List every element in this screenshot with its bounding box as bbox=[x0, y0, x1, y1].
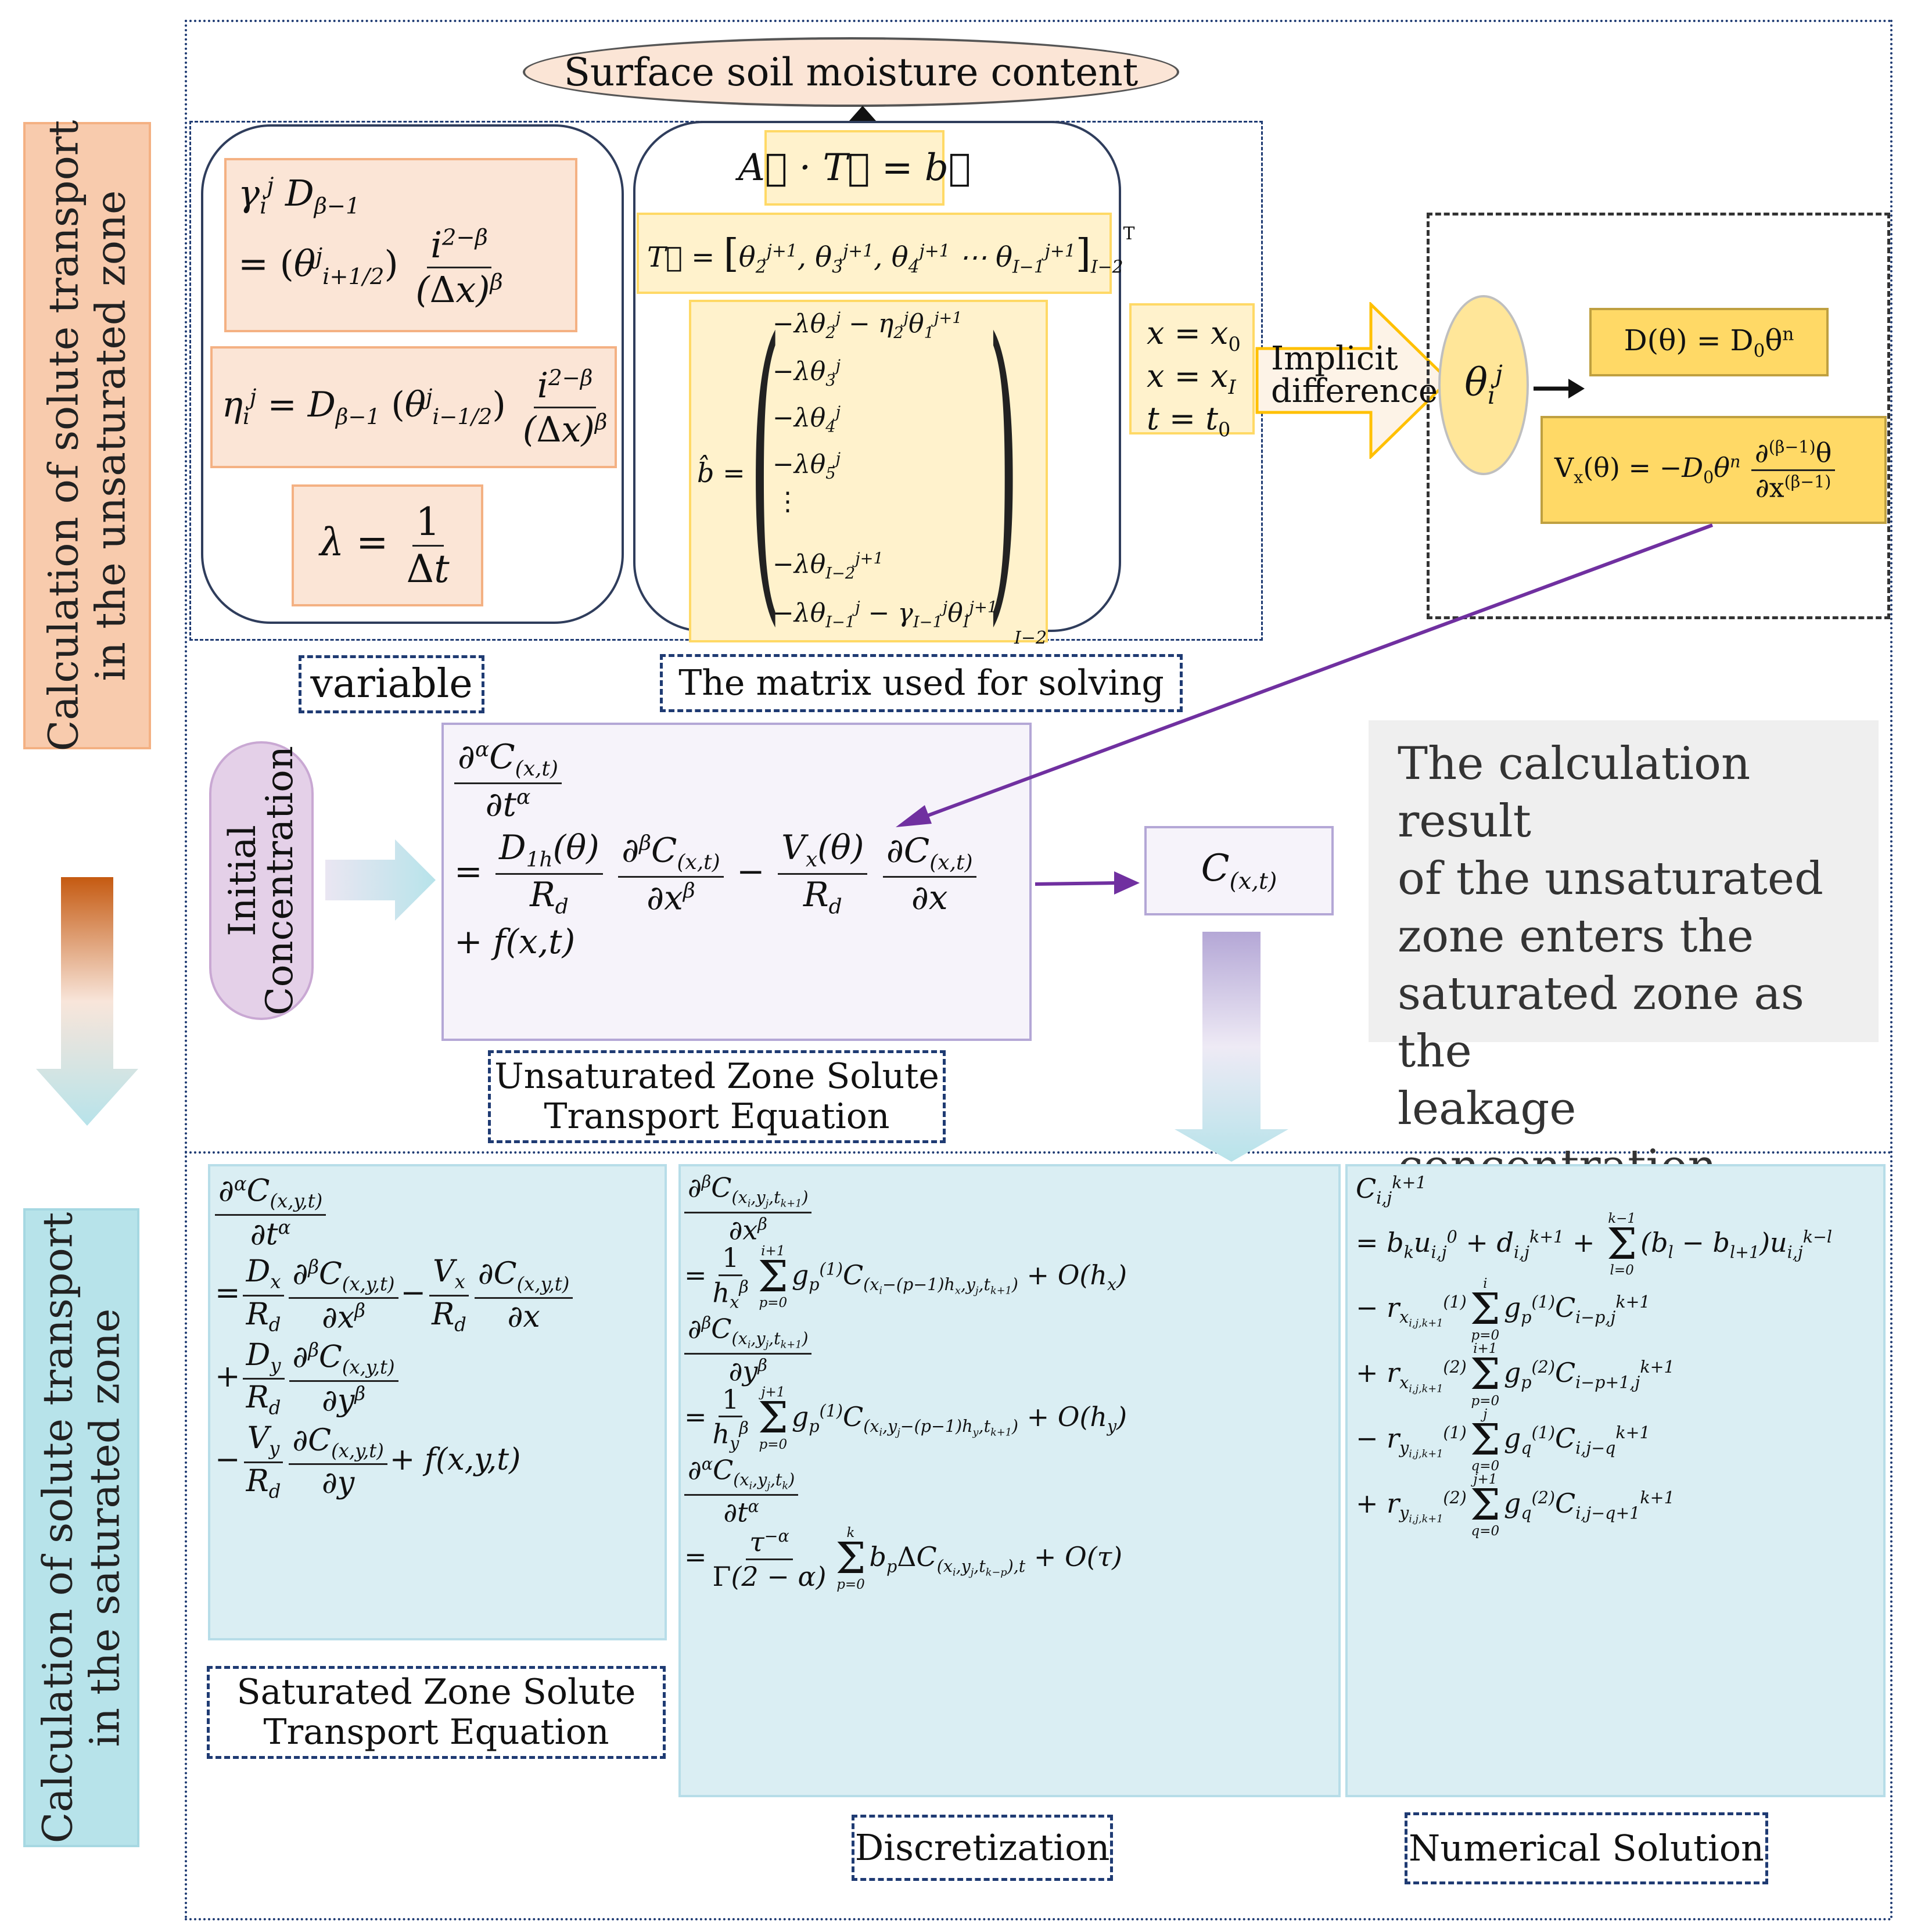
result-line-1: The calculation result bbox=[1398, 738, 1751, 848]
down-purple-arrow bbox=[1175, 932, 1288, 1162]
ellipse-arrow bbox=[849, 106, 876, 121]
unsaturated-side-label: Calculation of solute transport in the u… bbox=[23, 120, 151, 751]
numerical-label-text: Numerical Solution bbox=[1409, 1827, 1764, 1870]
matrix-label: The matrix used for solving bbox=[660, 654, 1183, 712]
numerical-solution-label: Numerical Solution bbox=[1405, 1812, 1768, 1884]
implicit-difference-arrow bbox=[1255, 302, 1451, 459]
unsat-label-line-2: Transport Equation bbox=[544, 1096, 890, 1137]
unsaturated-equation-box: ∂αC(x,t)∂tα = D1h(θ)Rd ∂βC(x,t)∂xβ − Vx(… bbox=[441, 723, 1032, 1041]
surface-moisture-ellipse: Surface soil moisture content bbox=[523, 37, 1179, 107]
result-line-4: saturated zone as the bbox=[1398, 968, 1804, 1078]
boundary-line-3: t = t bbox=[1147, 400, 1218, 437]
initial-concentration-pill: Initial Concentration bbox=[209, 741, 314, 1020]
system-equation-box: A⃗ · T⃗ = b⃗ bbox=[738, 130, 971, 206]
theta-ellipse: θij bbox=[1438, 295, 1529, 475]
implicit-line-2: difference bbox=[1271, 372, 1438, 410]
variable-label: variable bbox=[299, 655, 484, 713]
variables-panel bbox=[201, 124, 624, 624]
saturated-side-label: Calculation of solute transport in the s… bbox=[23, 1208, 139, 1847]
boundary-line-1: x = x bbox=[1147, 315, 1229, 351]
eta-formula-box: ηij = Dβ−1 (θji−1/2) i2−β(Δx)β bbox=[210, 346, 617, 468]
result-note-box: The calculation result of the unsaturate… bbox=[1369, 720, 1879, 1193]
gamma-formula-box: γij Dβ−1 = (θji+1/2) i2−β(Δx)β bbox=[224, 158, 577, 332]
lower-frame-divider bbox=[185, 1151, 1893, 1154]
result-line-3: zone enters the bbox=[1398, 910, 1754, 963]
saturated-equation-label: Saturated Zone Solute Transport Equation bbox=[207, 1666, 666, 1759]
sat-label-line-1: Saturated Zone Solute bbox=[236, 1672, 636, 1712]
initial-arrow bbox=[325, 839, 436, 921]
down-gradient-arrow bbox=[36, 877, 138, 1126]
t-vector-box: T⃗ = [θ2j+1, θ3j+1, θ4j+1 ⋯ θI−1j+1]I−2T bbox=[637, 213, 1134, 294]
boundary-line-2: x = x bbox=[1147, 357, 1229, 394]
outer-frame bbox=[185, 20, 1893, 1920]
surface-moisture-label: Surface soil moisture content bbox=[563, 49, 1139, 95]
unsat-label-line-1: Unsaturated Zone Solute bbox=[494, 1056, 939, 1097]
concentration-box: C(x,t) bbox=[1144, 826, 1334, 915]
implicit-line-1: Implicit bbox=[1271, 340, 1398, 378]
discretization-label: Discretization bbox=[852, 1815, 1113, 1881]
velocity-box: Vx(θ) = −D0θn ∂(β−1)θ∂x(β−1) bbox=[1540, 416, 1887, 524]
matrix-label-text: The matrix used for solving bbox=[678, 662, 1164, 703]
diffusivity-box: D(θ) = D0θn bbox=[1589, 308, 1829, 376]
b-vector-box: b̂ = ( ) −λθ2j − η2jθ1j+1 −λθ3j −λθ4j −λ… bbox=[689, 300, 1048, 648]
sat-label-line-2: Transport Equation bbox=[263, 1712, 609, 1753]
right-group-frame bbox=[1427, 213, 1890, 619]
theta-arrow bbox=[1534, 379, 1585, 398]
result-line-2: of the unsaturated bbox=[1398, 853, 1823, 906]
implicit-difference-label: Implicit difference bbox=[1271, 343, 1438, 408]
boundary-conditions-box: x = x0 x = xI t = t0 bbox=[1129, 303, 1255, 441]
variable-label-text: variable bbox=[310, 660, 473, 707]
discretization-label-text: Discretization bbox=[854, 1826, 1110, 1869]
unsaturated-equation-label: Unsaturated Zone Solute Transport Equati… bbox=[488, 1050, 946, 1143]
